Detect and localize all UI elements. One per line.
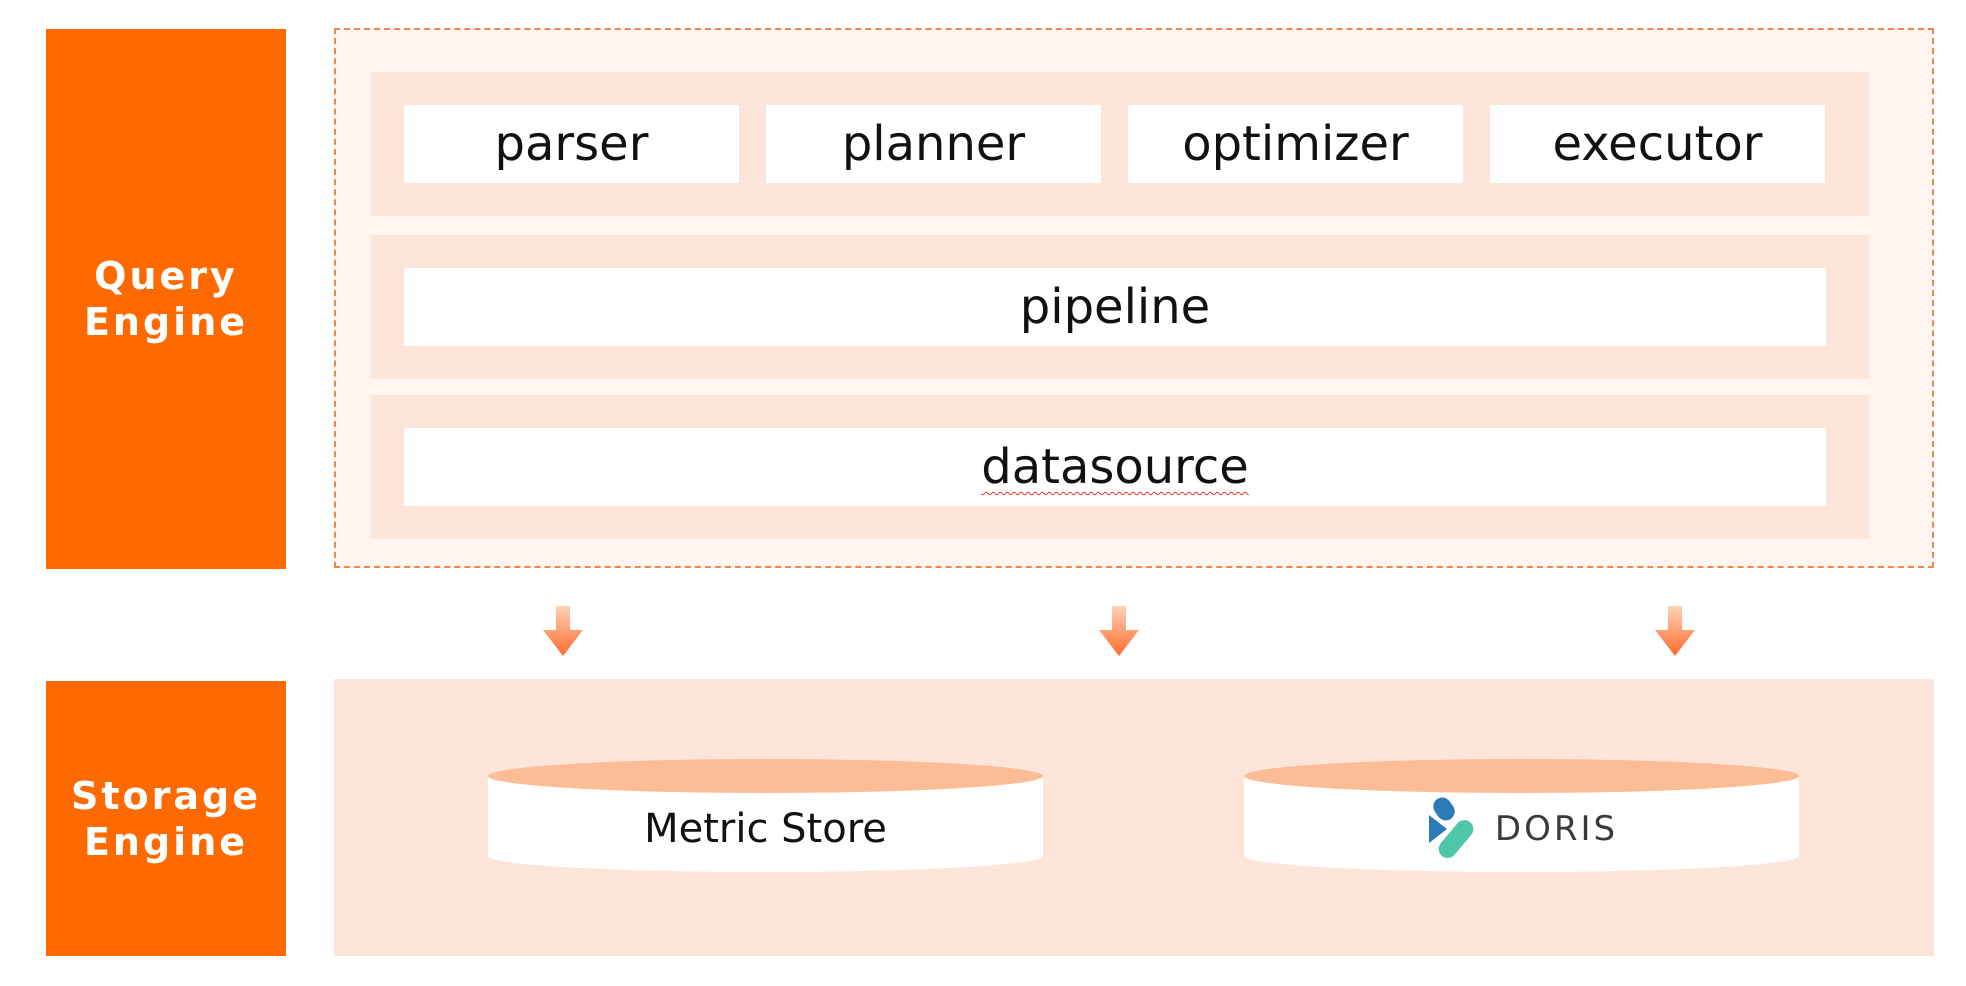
doris-cylinder: DORIS xyxy=(1244,759,1799,889)
parser-label: parser xyxy=(494,116,649,172)
arrow-down-icon xyxy=(543,606,583,656)
datasource-box: datasource xyxy=(404,428,1826,506)
arrow-down-icon xyxy=(1099,606,1139,656)
optimizer-label: optimizer xyxy=(1182,116,1409,172)
pipeline-box: pipeline xyxy=(404,268,1826,346)
optimizer-box: optimizer xyxy=(1128,105,1463,183)
arrow-down-icon xyxy=(1655,606,1695,656)
modules-band: parser planner optimizer executor xyxy=(371,72,1869,216)
doris-label-wrap: DORIS xyxy=(1244,793,1799,865)
query-engine-frame: parser planner optimizer executor pipeli… xyxy=(334,28,1934,568)
cylinder-top xyxy=(1244,759,1799,793)
metric-store-label: Metric Store xyxy=(644,806,887,852)
metric-store-cylinder: Metric Store xyxy=(488,759,1043,889)
doris-logo-icon xyxy=(1428,797,1474,858)
metric-store-label-wrap: Metric Store xyxy=(488,793,1043,865)
storage-engine-label-line2: Engine xyxy=(83,819,249,864)
cylinder-top xyxy=(488,759,1043,793)
doris-label: DORIS xyxy=(1494,809,1619,849)
planner-label: planner xyxy=(841,116,1026,172)
storage-engine-label-line1: Storage xyxy=(71,773,261,818)
parser-box: parser xyxy=(404,105,739,183)
pipeline-label: pipeline xyxy=(1019,279,1211,335)
pipeline-band: pipeline xyxy=(371,235,1869,379)
storage-engine-label: Storage Engine xyxy=(46,681,286,956)
executor-label: executor xyxy=(1552,116,1763,172)
query-engine-label: Query Engine xyxy=(46,29,286,569)
doris-logo: DORIS xyxy=(1425,795,1618,863)
datasource-band: datasource xyxy=(371,395,1869,539)
planner-box: planner xyxy=(766,105,1101,183)
storage-engine-panel: Metric Store DORIS xyxy=(334,679,1934,956)
datasource-label: datasource xyxy=(981,439,1249,495)
query-engine-label-line1: Query xyxy=(94,254,238,298)
executor-box: executor xyxy=(1490,105,1825,183)
query-engine-label-line2: Engine xyxy=(83,300,249,344)
